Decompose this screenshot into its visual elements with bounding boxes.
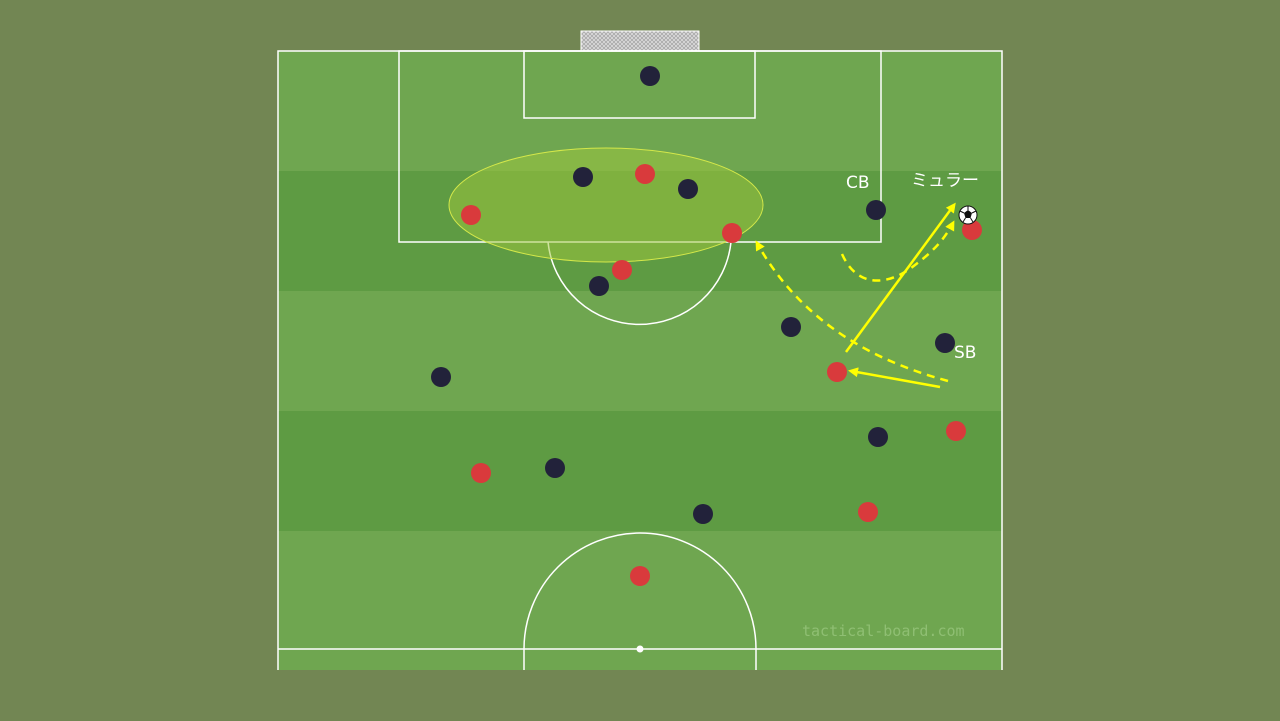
player-red [962,220,982,240]
player-dark [935,333,955,353]
pitch-stripe [278,291,1002,411]
player-red [946,421,966,441]
dashed-run-arrow [755,240,949,383]
solid-pass-arrow [848,367,941,389]
player-dark [866,200,886,220]
player-red [461,205,481,225]
player-dark [431,367,451,387]
center-circle [523,532,757,670]
soccer-ball-icon [958,205,978,225]
label-cb: CB [846,173,870,193]
watermark: tactical-board.com [802,622,965,640]
player-red [827,362,847,382]
player-red [471,463,491,483]
player-red [635,164,655,184]
player-red [722,223,742,243]
team-dark [431,66,955,524]
player-red [630,566,650,586]
player-dark [589,276,609,296]
player-dark [693,504,713,524]
movement-arrows [755,202,956,389]
player-dark [545,458,565,478]
dashed-run-arrow [840,220,955,282]
label-sb: SB [954,343,976,363]
player-dark [640,66,660,86]
player-dark [573,167,593,187]
player-red [612,260,632,280]
pitch-stripe [278,411,1002,531]
team-red [461,164,982,586]
highlight-zone [448,147,764,263]
solid-run-arrow [844,202,956,353]
player-dark [678,179,698,199]
player-dark [781,317,801,337]
goal-net-icon [580,30,700,52]
player-dark [868,427,888,447]
player-red [858,502,878,522]
center-spot [636,645,644,653]
label-muller: ミュラー [911,171,979,191]
goal-area [523,50,756,119]
penalty-arc [547,241,732,326]
